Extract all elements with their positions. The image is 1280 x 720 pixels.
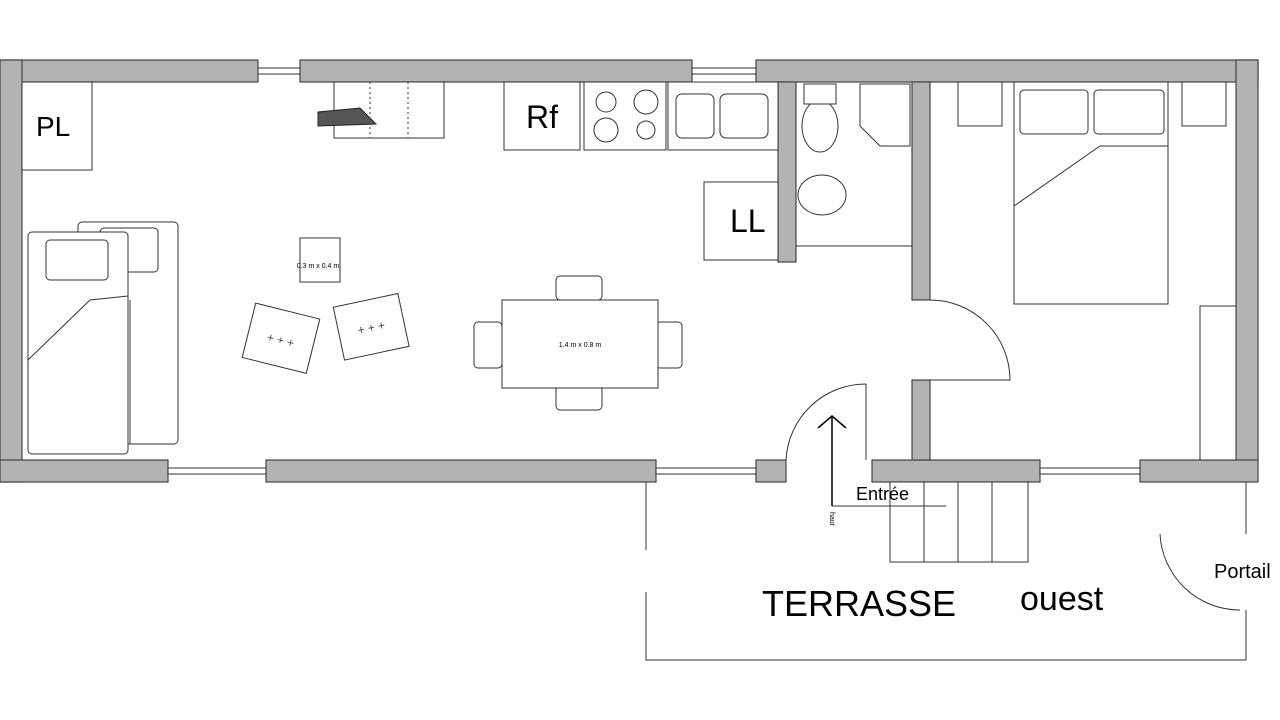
grill-icon	[317, 107, 378, 127]
small-table-label: 0.3 m x 0.4 m	[297, 263, 340, 270]
entree-label: Entrée	[856, 484, 909, 504]
doors	[785, 299, 1247, 660]
svg-text:+ + +: + + +	[356, 318, 386, 337]
armchair: + + +	[241, 302, 321, 374]
rf-label: Rf	[526, 99, 558, 135]
sink	[667, 81, 779, 151]
small-table	[299, 237, 341, 283]
walls	[0, 59, 1259, 483]
bathroom	[796, 83, 912, 247]
ouest-label: ouest	[1020, 580, 1104, 618]
entrance-steps	[817, 415, 1029, 563]
portail-label: Portail	[1214, 561, 1271, 583]
ll-label: LL	[730, 203, 766, 239]
washing-machine	[703, 181, 779, 261]
terrace-outline	[645, 482, 1246, 661]
armchair: + + +	[332, 292, 410, 361]
sofa-bed	[27, 221, 179, 455]
placard	[21, 81, 93, 171]
cooktop	[583, 81, 667, 151]
dining-table	[473, 275, 683, 411]
haut-label: haut	[828, 512, 835, 526]
terrasse-label: TERRASSE	[762, 583, 956, 624]
fridge	[503, 81, 581, 151]
counter-unit	[317, 81, 445, 139]
pl-label: PL	[36, 111, 70, 142]
bedroom	[957, 81, 1237, 461]
dining-table-label: 1.4 m x 0.8 m	[559, 342, 602, 349]
svg-text:+ + +: + + +	[265, 330, 295, 350]
windows	[167, 67, 1141, 475]
